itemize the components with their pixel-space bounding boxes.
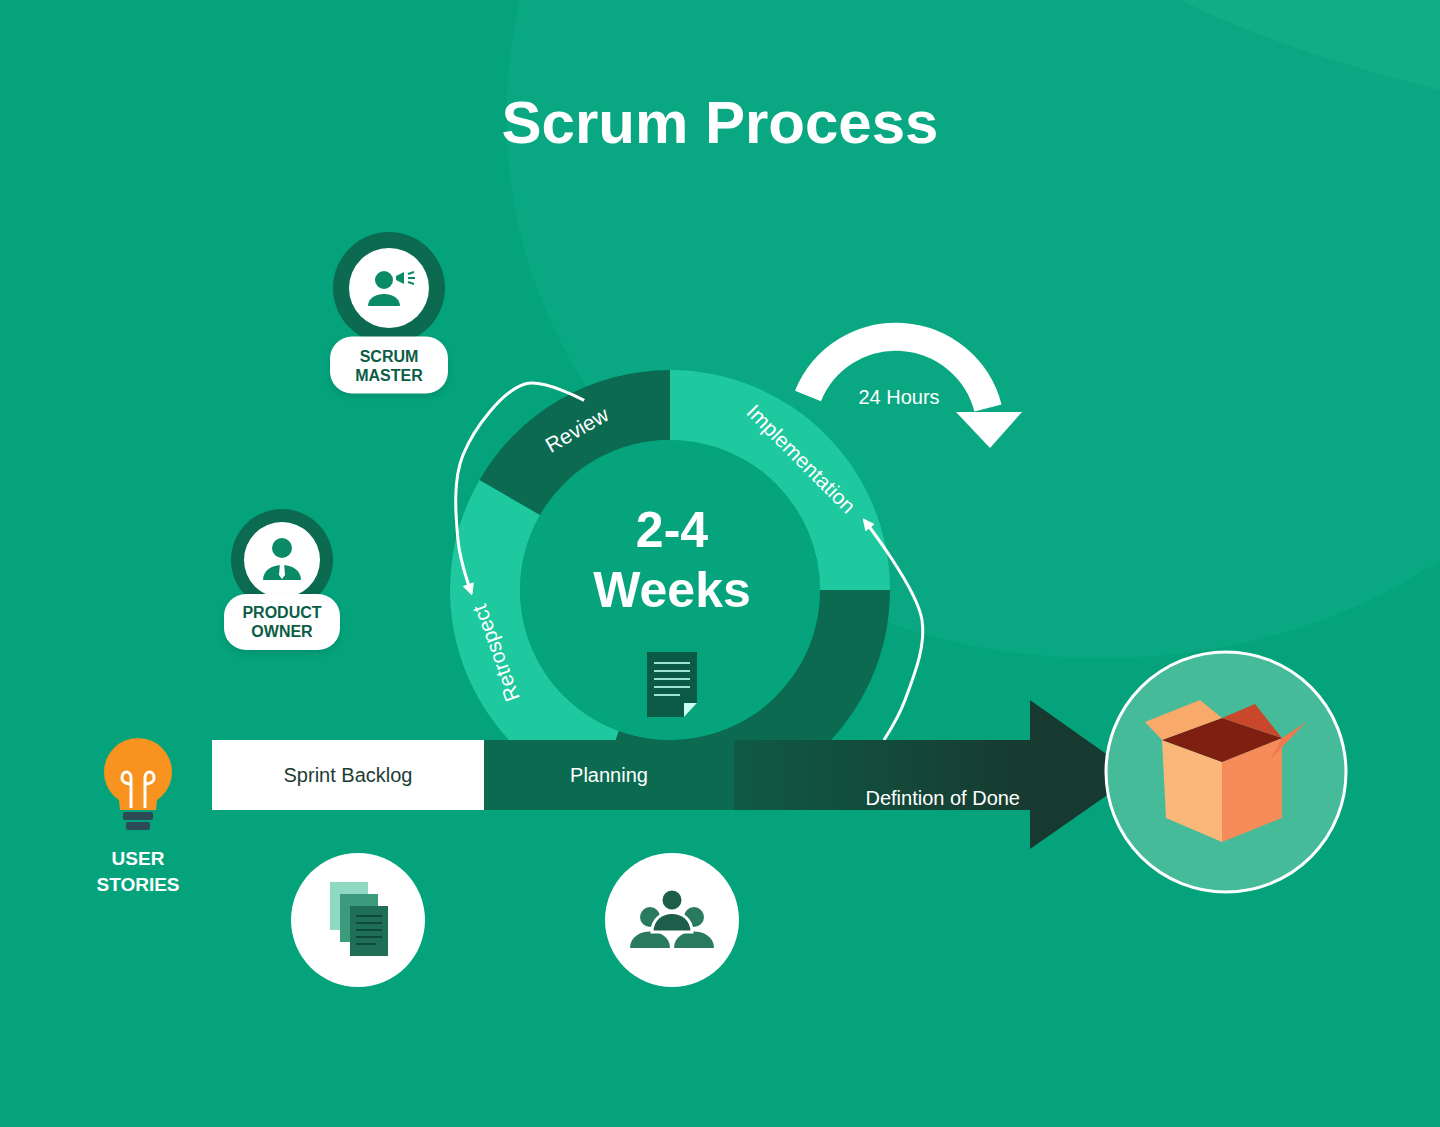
document-icon-part — [654, 694, 680, 696]
scrum-master-icon-part — [375, 271, 393, 289]
backlog-box: Sprint Backlog — [212, 740, 484, 810]
sprint-duration: 2-4 Weeks — [577, 500, 767, 620]
documents-icon-part — [350, 906, 388, 956]
node-text: Implementation — [742, 400, 860, 518]
flow-arrow — [864, 520, 923, 740]
node-text: Sprint Backlog — [284, 764, 413, 787]
documents-icon-part — [356, 922, 382, 924]
lightbulb-icon-part — [123, 812, 153, 820]
team-icon-part — [630, 932, 670, 949]
documents-icon-part — [356, 943, 376, 945]
daily-loop-arrow-part — [956, 412, 1022, 448]
document-icon — [647, 652, 697, 717]
lightbulb-icon-part — [145, 772, 154, 808]
scrum-master-icon-part — [333, 232, 445, 344]
user-stories-label: USER STORIES — [83, 846, 193, 898]
node-text: PRODUCT OWNER — [236, 603, 328, 641]
scrum-master-icon-part — [368, 294, 400, 306]
document-icon-part — [647, 652, 697, 717]
node-text: Review — [541, 402, 613, 457]
node-text: Retrospect — [467, 601, 524, 705]
sprint-ring-part — [520, 440, 820, 740]
product-box-part — [1270, 722, 1306, 760]
documents-icon — [291, 853, 425, 987]
node-text: SCRUM MASTER — [343, 346, 435, 384]
documents-icon-part — [291, 853, 425, 987]
document-icon-part — [684, 703, 697, 717]
node-text: Planning — [570, 764, 648, 787]
product-owner-icon-part — [272, 538, 292, 558]
scrum-master-icon — [333, 232, 445, 344]
documents-icon-part — [356, 936, 382, 938]
scrum-master-icon-part — [408, 282, 414, 284]
product-box-part — [1145, 700, 1222, 740]
scrum-master-icon-part — [408, 272, 414, 274]
team-icon-part — [605, 853, 739, 987]
document-icon-part — [654, 670, 690, 672]
role-pill: PRODUCT OWNER — [224, 594, 340, 650]
product-box — [1106, 652, 1346, 892]
cycle-label: 24 Hours — [858, 386, 939, 409]
lightbulb-icon-part — [122, 772, 131, 808]
team-icon-part — [652, 913, 692, 933]
documents-icon-part — [356, 929, 382, 931]
product-box-part — [1106, 652, 1346, 892]
role-pill: SCRUM MASTER — [330, 337, 448, 394]
flow-arrow — [456, 383, 584, 593]
ring-segment: Retrospect — [467, 601, 524, 705]
lightbulb-icon — [104, 738, 172, 830]
daily-loop-arrow-part — [808, 337, 988, 408]
document-icon-part — [654, 678, 690, 680]
scrum-master-icon-part — [408, 277, 415, 279]
node-text: Defintion of Done — [865, 787, 1020, 810]
diagram-title: Scrum Process — [0, 88, 1440, 157]
product-owner-icon-part — [279, 563, 285, 579]
documents-icon-part — [356, 915, 382, 917]
daily-loop-arrow — [808, 337, 1022, 448]
document-icon-part — [654, 662, 690, 664]
team-icon — [605, 853, 739, 987]
done-arrow-band: Defintion of Done — [734, 740, 1034, 810]
document-icon-part — [654, 686, 690, 688]
planning-band: Planning — [484, 740, 734, 810]
scrum-master-icon-part — [396, 272, 404, 284]
scrum-master-icon-part — [349, 248, 429, 328]
lightbulb-icon-part — [118, 790, 158, 810]
team-icon-part — [661, 889, 683, 911]
product-box-part — [1222, 704, 1282, 738]
ring-segment: Review — [541, 402, 613, 457]
product-owner-icon-part — [244, 522, 320, 598]
ring-segment: Implementation — [742, 400, 860, 518]
team-icon-part — [674, 932, 714, 949]
background-blob — [1180, 0, 1440, 90]
lightbulb-icon-part — [126, 822, 150, 830]
